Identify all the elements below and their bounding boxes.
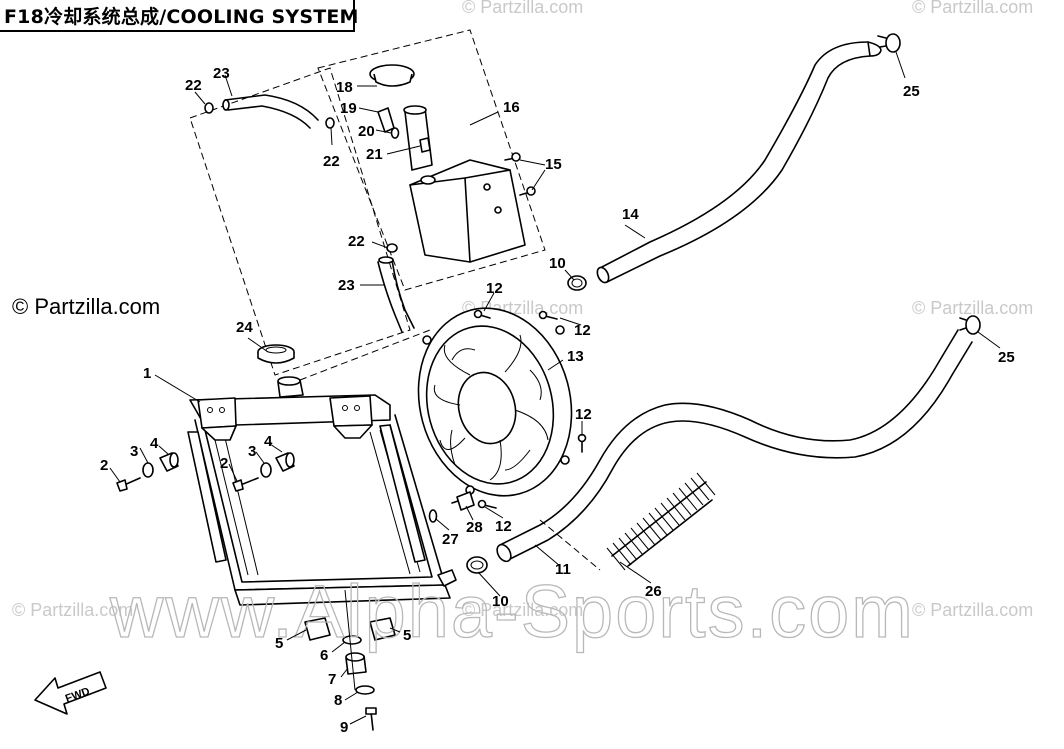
washer	[260, 462, 272, 478]
fan-bolt	[538, 310, 558, 320]
callout-25: 25	[998, 349, 1015, 366]
callout-13: 13	[567, 348, 584, 365]
radiator	[187, 376, 457, 606]
callout-1: 1	[143, 365, 151, 382]
leader-dash	[299, 329, 431, 381]
callout-22: 22	[185, 77, 202, 94]
leader-dash	[539, 519, 601, 571]
callout-4: 4	[150, 435, 159, 452]
callout-4: 4	[264, 433, 273, 450]
callout-27: 27	[442, 531, 459, 548]
callout-6: 6	[320, 647, 328, 664]
fan-bolt	[477, 499, 497, 509]
grommet	[275, 452, 295, 472]
vent-fitting	[377, 107, 395, 133]
lower-radiator-hose	[496, 329, 973, 563]
mounting-bolt	[116, 477, 141, 492]
o-ring	[428, 509, 438, 523]
watermark: © Partzilla.com	[12, 600, 133, 620]
callout-9: 9	[340, 719, 348, 736]
hose-clamp	[325, 117, 335, 129]
watermark: © Partzilla.com	[462, 0, 583, 17]
callout-8: 8	[334, 692, 342, 709]
grommet	[159, 452, 179, 472]
washer	[142, 462, 154, 478]
callout-18: 18	[336, 79, 353, 96]
watermark: © Partzilla.com	[462, 600, 583, 620]
callout-23: 23	[213, 65, 230, 82]
callout-19: 19	[340, 100, 357, 117]
callout-23: 23	[338, 277, 355, 294]
reservoir-cap	[369, 64, 415, 87]
copyright-notice: © Partzilla.com	[12, 294, 161, 319]
hose-clamp	[466, 556, 488, 574]
callout-2: 2	[220, 455, 228, 472]
hose-clamp	[204, 102, 214, 114]
hose-clamp	[567, 275, 587, 291]
callout-15: 15	[545, 156, 562, 173]
mounting-bolt	[232, 477, 259, 492]
hose-group-outline	[189, 67, 411, 376]
callout-20: 20	[358, 123, 375, 140]
hose-clamp	[959, 315, 981, 335]
watermark: © Partzilla.com	[912, 0, 1033, 17]
mounting-bolt	[365, 707, 377, 731]
callout-10: 10	[549, 255, 566, 272]
leader-lines	[109, 51, 1001, 725]
callout-5: 5	[403, 627, 411, 644]
callout-21: 21	[366, 146, 383, 163]
rubber-mount	[369, 617, 396, 641]
callout-10: 10	[492, 593, 509, 610]
callout-12: 12	[575, 406, 592, 423]
washer	[342, 635, 362, 645]
callout-3: 3	[248, 443, 256, 460]
watermark: © Partzilla.com	[912, 600, 1033, 620]
callout-14: 14	[622, 206, 639, 223]
callout-22: 22	[348, 233, 365, 250]
callout-5: 5	[275, 635, 283, 652]
callout-7: 7	[328, 671, 336, 688]
fan-bolt	[577, 433, 587, 453]
callout-12: 12	[495, 518, 512, 535]
watermark-large: www.Alpha-Sports.com	[109, 570, 915, 653]
callout-24: 24	[236, 319, 253, 336]
overflow-hose	[377, 256, 415, 333]
callout-12: 12	[574, 322, 591, 339]
fitting	[419, 137, 431, 153]
fan-bolt	[473, 309, 491, 319]
callout-26: 26	[645, 583, 662, 600]
watermark: © Partzilla.com	[912, 298, 1033, 318]
washer	[355, 685, 375, 695]
reservoir-group-outline	[317, 29, 546, 291]
overflow-hose	[222, 94, 319, 129]
callout-11: 11	[555, 561, 571, 578]
callout-12: 12	[486, 280, 503, 297]
hose-clamp	[877, 33, 901, 53]
upper-radiator-hose	[596, 41, 882, 284]
protective-spring	[606, 472, 716, 571]
hose-clamp	[386, 243, 398, 253]
radiator-cap	[257, 344, 295, 364]
bushing	[345, 652, 367, 675]
cooling-fan	[417, 307, 573, 497]
callout-2: 2	[100, 457, 108, 474]
reservoir-bolt	[504, 152, 521, 162]
callout-22: 22	[323, 153, 340, 170]
callout-labels: 1 2 2 3 3 4 4 5 5 6 7 8 9 10 10 11 12 12…	[100, 65, 1015, 736]
callout-16: 16	[503, 99, 520, 116]
clip	[390, 127, 400, 139]
coolant-reservoir	[403, 105, 526, 263]
callout-3: 3	[130, 443, 138, 460]
forward-direction-arrow: FWD	[34, 671, 107, 715]
temperature-switch	[451, 491, 475, 511]
rubber-mount	[304, 617, 331, 641]
callout-28: 28	[466, 519, 483, 536]
leader-line	[344, 589, 356, 691]
diagram-title: F18冷却系统总成/COOLING SYSTEM	[0, 0, 358, 32]
callout-25: 25	[903, 83, 920, 100]
